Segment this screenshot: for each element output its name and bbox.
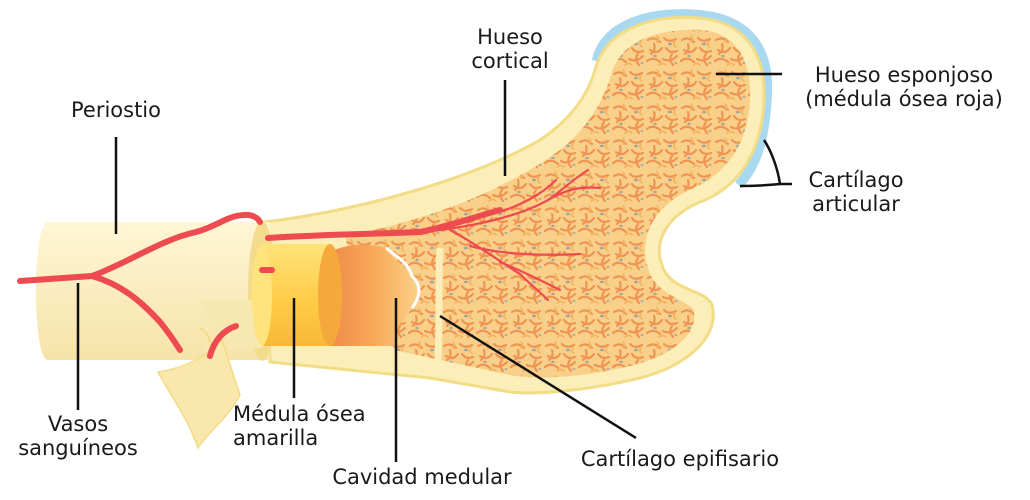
label-hueso-cortical-line2: cortical — [471, 49, 549, 73]
blood-vessels — [17, 207, 503, 359]
label-hueso-esponjoso-line2: (médula ósea roja) — [805, 87, 1003, 111]
label-cartilago-articular-line2: articular — [812, 192, 900, 216]
label-medula-amarilla-line1: Médula ósea — [233, 402, 366, 426]
periosteum-flap — [156, 338, 241, 450]
label-hueso-esponjoso: Hueso esponjoso (médula ósea roja) — [780, 63, 1028, 111]
label-vasos-sanguineos-line1: Vasos — [47, 412, 109, 436]
label-cartilago-epifisario: Cartílago epifisario — [580, 447, 780, 471]
epiphyseal-plate — [434, 247, 444, 361]
leader-lines — [76, 72, 792, 462]
label-cavidad-medular: Cavidad medular — [332, 465, 512, 489]
spongy-bone — [345, 29, 751, 378]
yellow-marrow — [262, 244, 330, 346]
label-hueso-cortical: Hueso cortical — [455, 25, 565, 73]
label-medula-amarilla: Médula ósea amarilla — [233, 402, 393, 450]
label-periostio: Periostio — [70, 98, 161, 122]
label-vasos-sanguineos: Vasos sanguíneos — [8, 412, 148, 460]
label-hueso-cortical-line1: Hueso — [477, 25, 543, 49]
label-cartilago-articular-line1: Cartílago — [808, 168, 904, 192]
periosteum — [36, 222, 270, 360]
label-cartilago-articular: Cartílago articular — [794, 168, 918, 216]
label-hueso-esponjoso-line1: Hueso esponjoso — [814, 63, 994, 87]
articular-cartilage — [592, 9, 773, 189]
label-vasos-sanguineos-line2: sanguíneos — [18, 436, 138, 460]
label-medula-amarilla-line2: amarilla — [233, 426, 319, 450]
vessel-branches — [418, 168, 602, 302]
